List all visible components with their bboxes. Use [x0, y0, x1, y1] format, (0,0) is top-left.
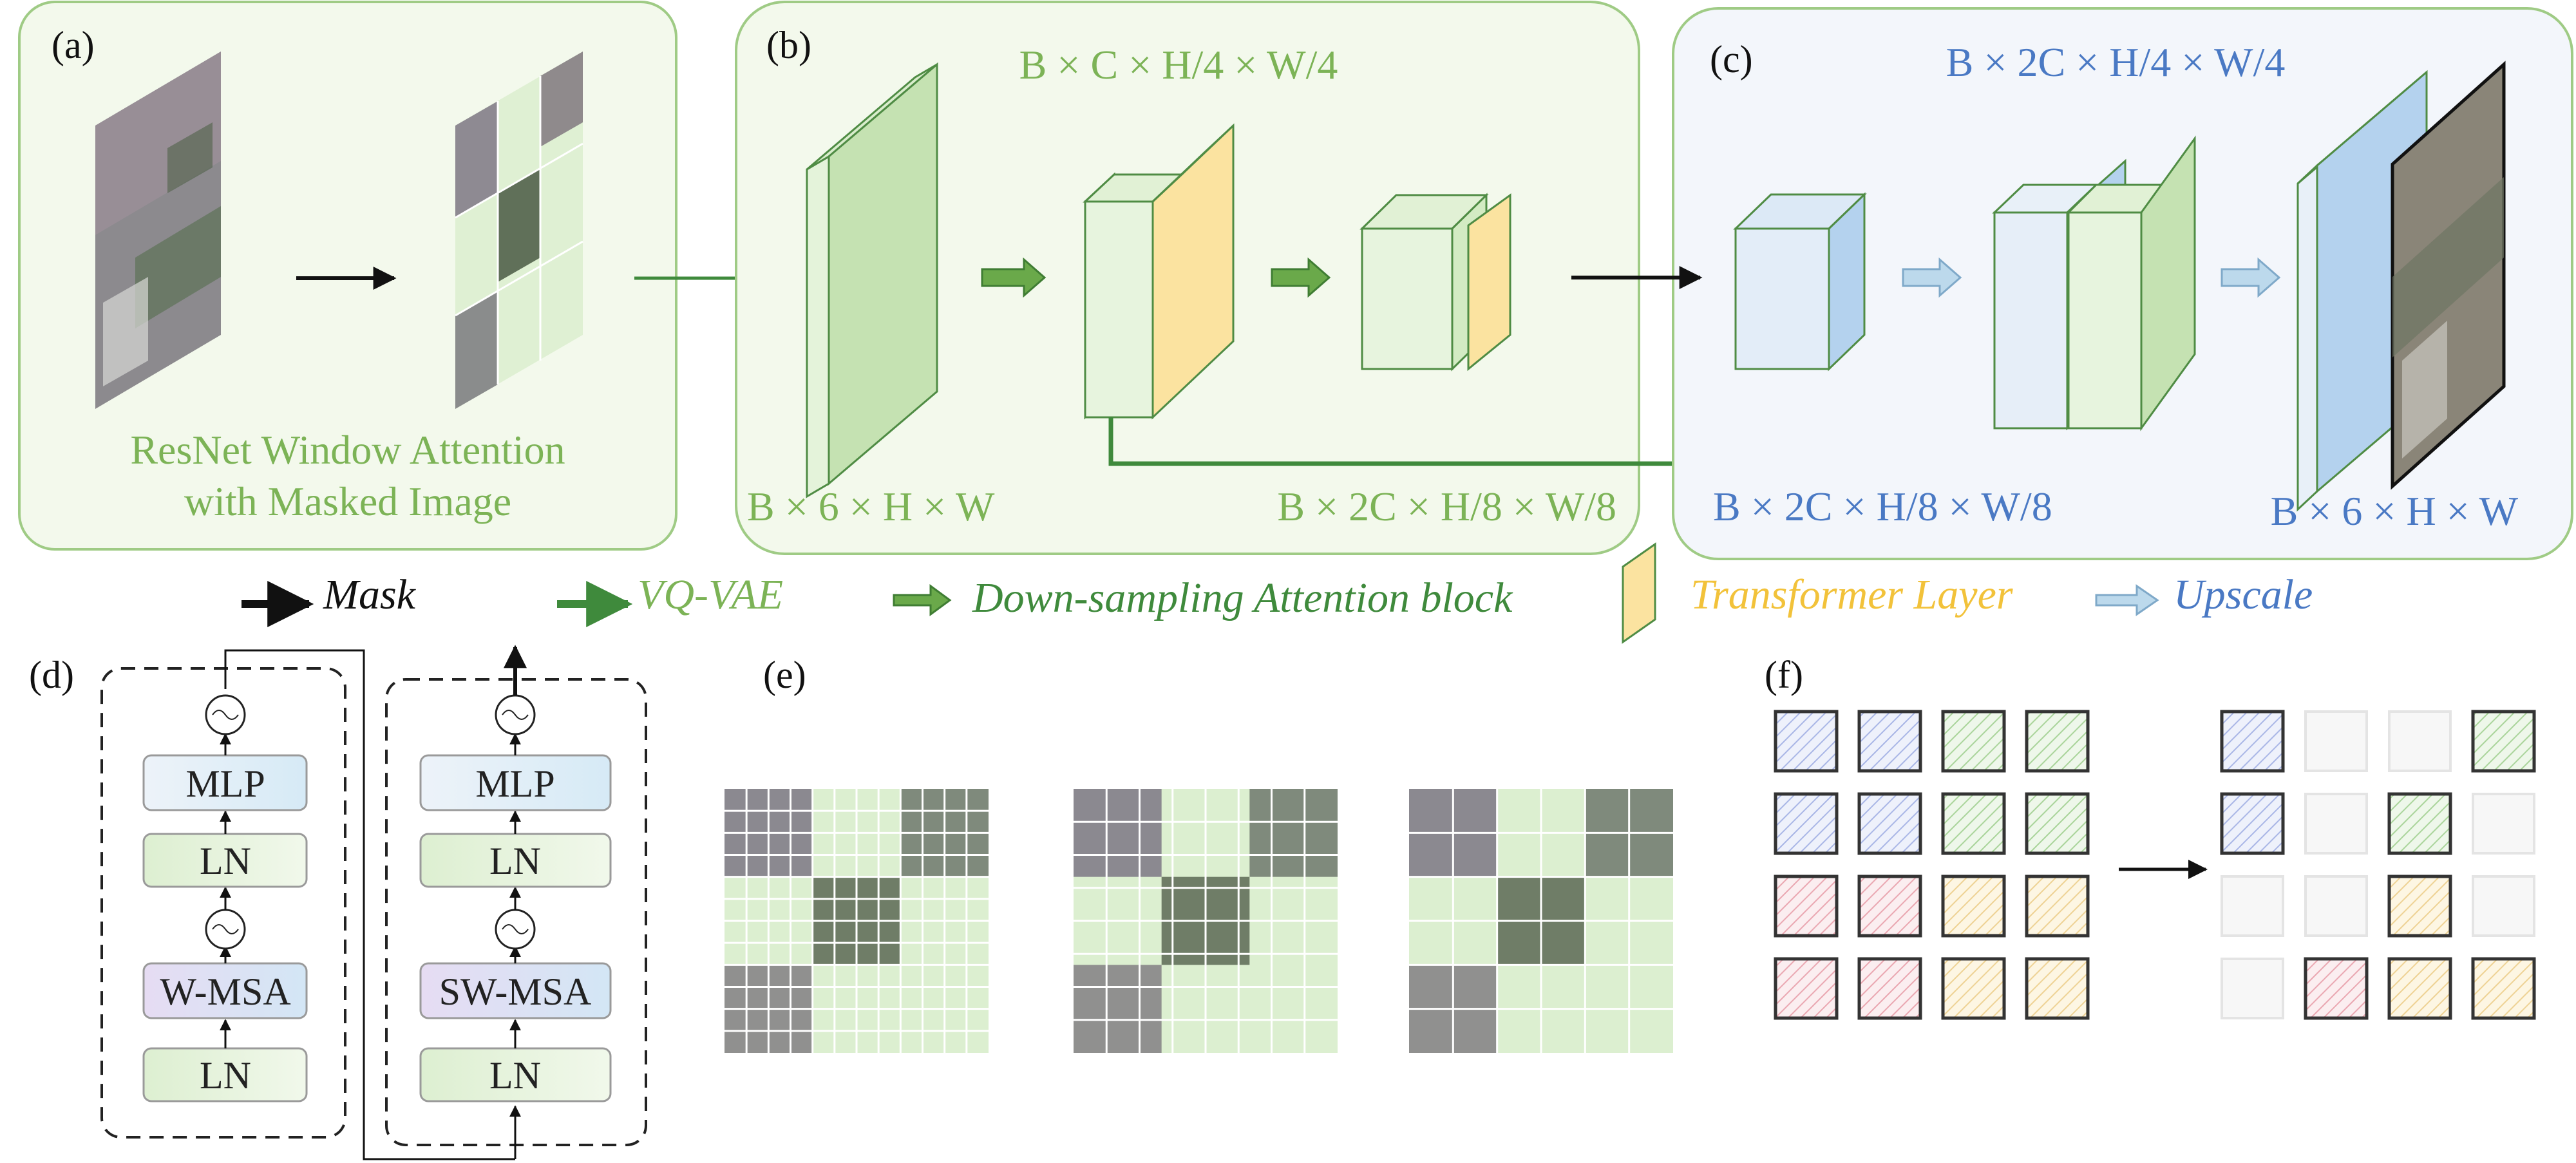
image-window-patch	[1249, 789, 1338, 877]
token-cell	[2025, 957, 2090, 1020]
token-cell	[1941, 792, 2006, 855]
svg-text:W-MSA: W-MSA	[160, 970, 290, 1013]
token-cell	[2025, 710, 2090, 773]
masked-token-cell	[2304, 710, 2368, 772]
down-sampling-arrow-1	[981, 257, 1046, 298]
token-cell	[1857, 957, 1922, 1020]
panel-d-label: (d)	[29, 654, 74, 696]
masked-token-cell	[2221, 875, 2284, 937]
satellite-image-input	[95, 52, 221, 409]
masked-token-cell	[2472, 793, 2535, 855]
panel-c-dim-top: B × 2C × H/4 × W/4	[1946, 39, 2286, 85]
panel-b-dim-left: B × 6 × H × W	[747, 484, 995, 529]
panel-c: (c) B × 2C × H/4 × W/4	[1571, 7, 2573, 560]
legend-upscale-arrow	[2095, 584, 2159, 616]
token-cell	[1774, 875, 1839, 938]
image-window-patch	[1074, 789, 1162, 877]
panel-f: (f)	[1765, 654, 2536, 1020]
svg-text:LN: LN	[489, 840, 541, 882]
decoder-concat-block	[1992, 135, 2196, 431]
legend-mask-label: Mask	[323, 571, 417, 618]
input-feature-slab	[806, 62, 938, 498]
legend-transformer-label: Transformer Layer	[1690, 571, 2013, 618]
masked-token-cell	[2221, 958, 2284, 1019]
token-cell	[2304, 957, 2369, 1020]
masked-token-cell	[2388, 710, 2452, 772]
svg-text:MLP: MLP	[475, 762, 554, 805]
panel-b-label: (b)	[766, 24, 811, 66]
token-cell	[2220, 710, 2285, 773]
token-cell	[2471, 957, 2536, 1020]
legend-down-label: Down-sampling Attention block	[972, 574, 1513, 621]
panel-d: (d) LN W-MSA LN MLP	[29, 645, 647, 1160]
panel-a-caption-line2: with Masked Image	[184, 478, 511, 524]
block-connector	[224, 649, 515, 1160]
token-cell	[2387, 875, 2452, 938]
panel-a-caption-line1: ResNet Window Attention	[130, 427, 565, 473]
svg-text:LN: LN	[200, 1054, 251, 1097]
swin-block-1: LN W-MSA LN MLP	[142, 694, 308, 1102]
image-window-patch	[1074, 965, 1162, 1053]
window-grid-1	[724, 789, 989, 1053]
panel-a-label: (a)	[52, 24, 95, 66]
masked-image	[455, 52, 583, 409]
attention-block-3	[1359, 193, 1511, 372]
mask-token-grids	[1774, 710, 2536, 1020]
panel-b: (b) B × C × H/4 × W/4 B ×	[735, 1, 2119, 555]
upscale-arrow-2	[2221, 257, 2281, 298]
upscale-arrow-1	[1902, 257, 1962, 298]
reconstructed-image	[2391, 61, 2506, 490]
panel-f-label: (f)	[1765, 654, 1803, 696]
legend-upscale-label: Upscale	[2174, 571, 2313, 618]
token-grid-masked	[2220, 710, 2536, 1020]
legend: Mask VQ-VAE Down-sampling Attention bloc…	[242, 542, 2313, 644]
svg-text:MLP: MLP	[185, 762, 265, 805]
panel-e: (e)	[724, 654, 1673, 1053]
swin-block-2: LN SW-MSA LN MLP	[419, 645, 612, 1102]
masked-token-cell	[2472, 875, 2535, 937]
window-grid-2	[1074, 789, 1338, 1053]
legend-vqvae-label: VQ-VAE	[638, 571, 783, 618]
panel-c-label: (c)	[1710, 38, 1753, 80]
token-cell	[1857, 875, 1922, 938]
token-cell	[2025, 792, 2090, 855]
token-cell	[1941, 957, 2006, 1020]
masked-token-cell	[2304, 793, 2368, 855]
token-cell	[2471, 710, 2536, 773]
legend-down-arrow	[893, 584, 952, 616]
token-cell	[2387, 957, 2452, 1020]
panel-c-dim-left: B × 2C × H/8 × W/8	[1713, 484, 2052, 529]
token-cell	[2220, 792, 2285, 855]
svg-text:LN: LN	[489, 1054, 541, 1097]
down-sampling-arrow-2	[1271, 257, 1331, 298]
svg-text:LN: LN	[200, 840, 251, 882]
token-cell	[1941, 875, 2006, 938]
svg-text:SW-MSA: SW-MSA	[439, 970, 592, 1013]
token-cell	[1857, 792, 1922, 855]
token-cell	[1774, 957, 1839, 1020]
masked-token-cell	[2304, 875, 2368, 937]
token-cell	[1941, 710, 2006, 773]
panel-e-label: (e)	[763, 654, 806, 696]
token-cell	[1774, 792, 1839, 855]
token-cell	[2387, 792, 2452, 855]
panel-a: (a) ResNet Window Attention with Masked …	[18, 1, 677, 551]
window-grid-3	[1409, 789, 1673, 1053]
swin-block-1-frame	[100, 667, 346, 1139]
token-cell	[1774, 710, 1839, 773]
window-grids	[724, 789, 1673, 1053]
decoder-cube	[1733, 192, 1867, 372]
panel-c-dim-right: B × 6 × H × W	[2271, 488, 2519, 534]
attention-block-2	[1083, 123, 1235, 420]
legend-transformer-swatch	[1622, 542, 1656, 644]
panel-b-dim-top: B × C × H/4 × W/4	[1019, 42, 1338, 88]
token-grid-full	[1774, 710, 2090, 1020]
token-cell	[1857, 710, 1922, 773]
token-cell	[2025, 875, 2090, 938]
panel-b-dim-right: B × 2C × H/8 × W/8	[1277, 484, 1616, 529]
